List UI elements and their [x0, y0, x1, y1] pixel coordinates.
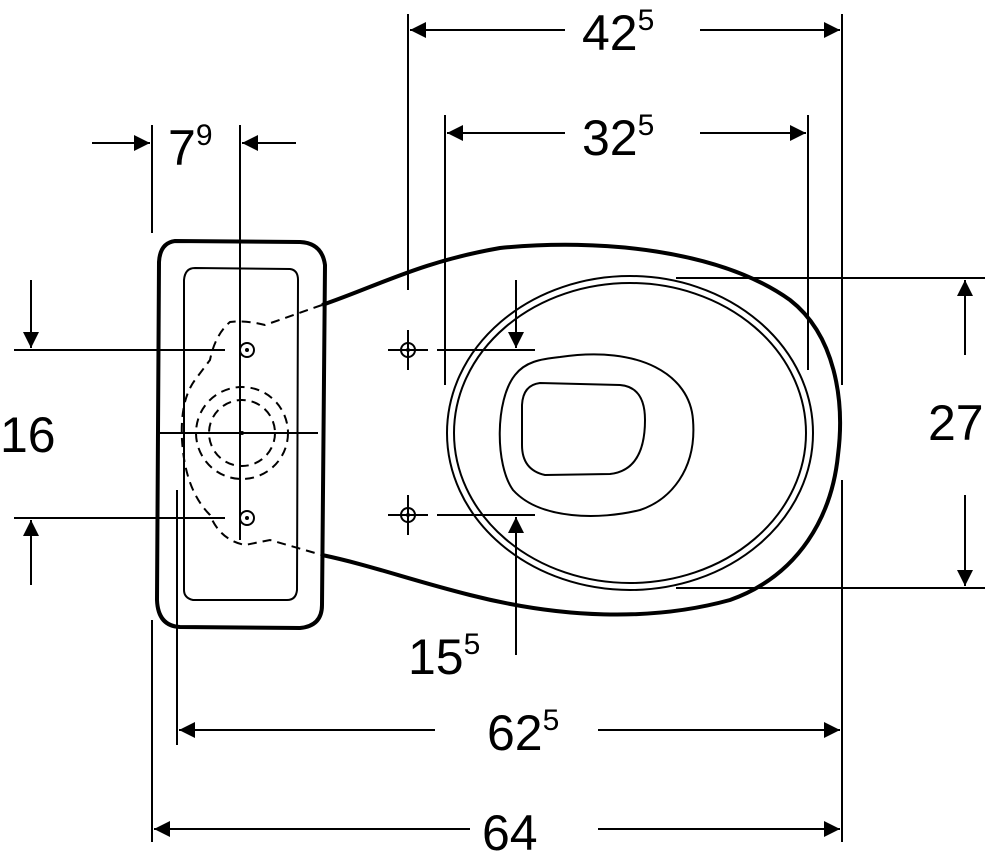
water-spot — [521, 381, 647, 477]
dimension-lines — [23, 22, 973, 837]
dim-overall-inner: 625 — [487, 704, 559, 761]
toilet-outline — [154, 238, 842, 631]
dim-fixing-spacing: 16 — [0, 407, 56, 463]
dim-width-top: 425 — [582, 4, 654, 61]
dim-width-mid: 325 — [582, 109, 654, 166]
hidden-outline — [180, 304, 323, 556]
dim-overall-total: 64 — [482, 805, 538, 856]
dimension-labels: 425 325 79 16 27 155 625 64 — [0, 4, 984, 856]
cistern-inner — [183, 266, 300, 601]
dim-seat-width: 27 — [928, 395, 984, 451]
bowl-opening — [498, 353, 695, 517]
seat-rim-outer — [446, 275, 814, 591]
extension-lines — [14, 14, 985, 842]
bowl-outer — [321, 242, 842, 617]
cistern-outer — [154, 238, 328, 631]
dim-tank-offset: 79 — [168, 119, 213, 176]
dim-seat-offset: 155 — [408, 628, 480, 685]
seat-rim-inner — [453, 282, 807, 584]
